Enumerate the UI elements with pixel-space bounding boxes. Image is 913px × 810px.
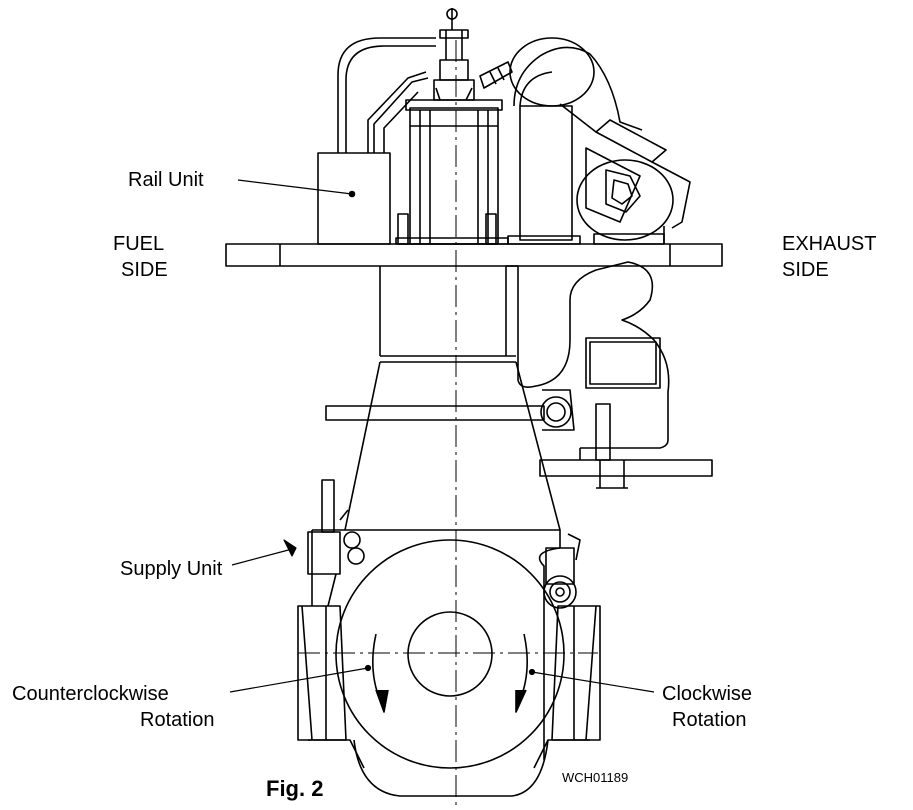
counterclockwise-label-line2: Rotation xyxy=(140,709,215,731)
injector-assembly xyxy=(395,8,509,245)
clockwise-label-line1: Clockwise xyxy=(662,683,753,705)
lower-flange xyxy=(539,403,713,489)
crankcase xyxy=(297,529,601,797)
rail-unit-label: Rail Unit xyxy=(128,169,204,191)
leader-lines xyxy=(229,179,655,693)
upper-plate xyxy=(225,243,723,267)
crosshead-beam xyxy=(325,389,575,431)
rotation-arrows xyxy=(372,633,528,713)
right-pump xyxy=(543,533,581,609)
rail-unit-box xyxy=(317,152,391,245)
exhaust-side-label-line2: SIDE xyxy=(782,259,829,281)
exhaust-side-label-line1: EXHAUST xyxy=(782,233,877,255)
counterclockwise-label-line1: Counterclockwise xyxy=(12,683,169,705)
exhaust-elbow xyxy=(559,53,691,245)
supply-unit-body xyxy=(307,479,365,607)
fuel-side-label-line2: SIDE xyxy=(121,259,168,281)
exhaust-receiver xyxy=(517,261,670,449)
clockwise-label-line2: Rotation xyxy=(672,709,747,731)
drawing-code: WCH01189 xyxy=(562,770,629,785)
figure-caption: Fig. 2 xyxy=(266,776,324,801)
exhaust-valve-housing xyxy=(479,37,595,245)
supply-unit-label: Supply Unit xyxy=(120,558,223,580)
rail-pipes xyxy=(337,37,436,153)
fuel-side-label-line1: FUEL xyxy=(113,233,165,255)
engine-frame xyxy=(344,265,561,531)
